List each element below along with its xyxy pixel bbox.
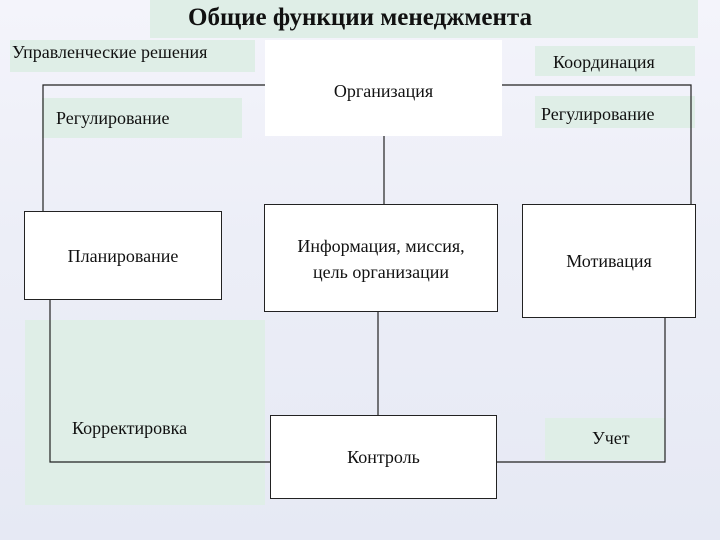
control-label: Контроль [347, 447, 420, 467]
coordination-panel [535, 46, 695, 76]
motivation-label: Мотивация [566, 251, 652, 271]
regulation-left-label: Регулирование [56, 108, 170, 128]
center-box: Информация, миссия, цель организации [264, 204, 498, 312]
planning-label: Планирование [67, 245, 179, 266]
regulation-right-label: Регулирование [541, 104, 655, 124]
control-box: Контроль [270, 415, 497, 499]
line-organization-to-planning [42, 84, 265, 211]
decision-panel [10, 40, 255, 72]
line-planning-to-control [49, 300, 270, 463]
title-panel [150, 0, 698, 38]
regulation-left-panel [42, 98, 242, 138]
accounting-panel [545, 418, 665, 460]
organization-label: Организация [333, 81, 434, 101]
regulation-right-panel [535, 96, 695, 128]
accounting-label: Учет [592, 428, 630, 448]
coordination-label: Координация [553, 52, 655, 72]
planning-box: Планирование [24, 211, 222, 300]
line-organization-to-motivation [502, 84, 692, 211]
management-decisions-label: Управленческие решения [12, 42, 208, 62]
line-motivation-to-control [497, 318, 666, 463]
page-title: Общие функции менеджмента [188, 4, 532, 31]
center-label: Информация, миссия, цель организации [297, 236, 465, 282]
organization-box: Организация [265, 40, 502, 136]
correction-panel [25, 320, 265, 505]
correction-label: Корректировка [72, 418, 188, 438]
motivation-box: Мотивация [522, 204, 696, 318]
